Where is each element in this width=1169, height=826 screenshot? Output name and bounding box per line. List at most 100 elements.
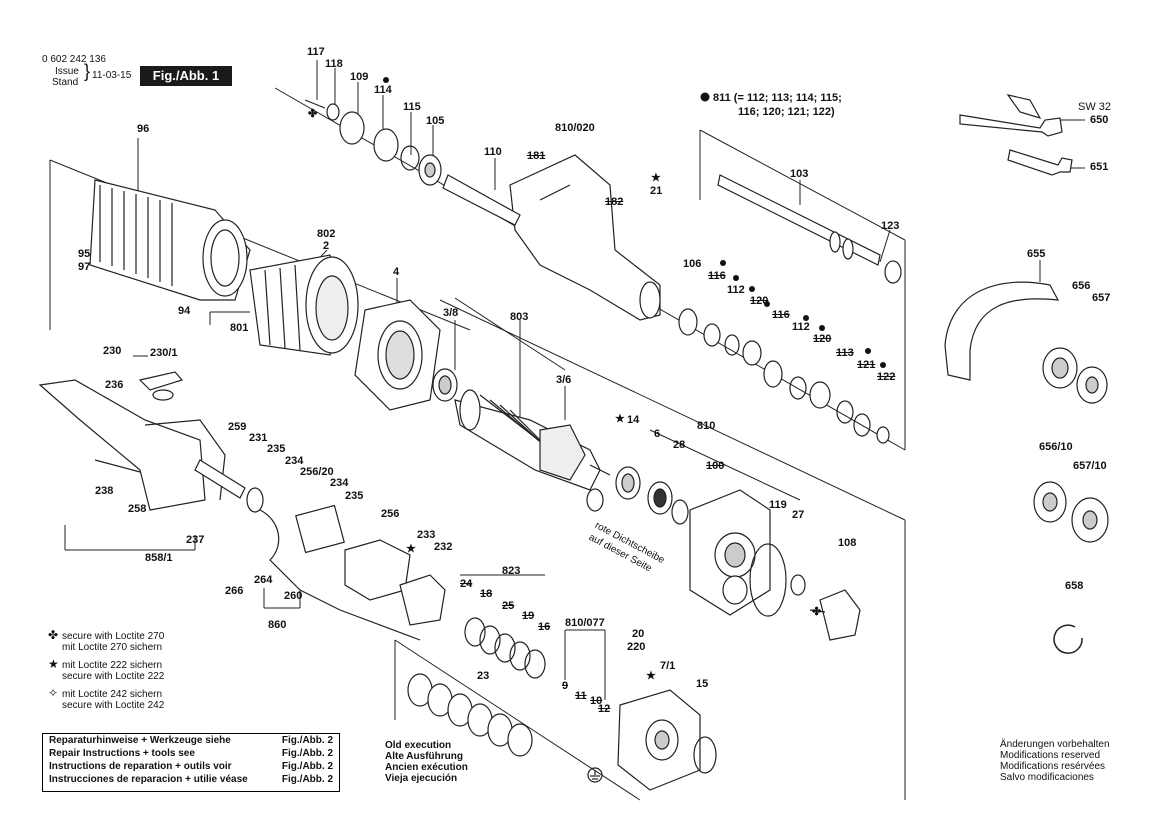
part-label-235a: 235 xyxy=(267,443,286,455)
bullet-dots xyxy=(383,77,886,368)
motor-housing-96 xyxy=(89,179,251,301)
gear-housing-810 xyxy=(689,489,771,616)
star-icon-21: ★ xyxy=(651,172,661,184)
armature-803 xyxy=(454,389,611,491)
part-label-234a: 234 xyxy=(285,455,304,467)
part-label-234b: 234 xyxy=(330,477,349,489)
part-label-94: 94 xyxy=(178,305,191,317)
part-label-27: 27 xyxy=(792,509,805,521)
bearing-3-8 xyxy=(432,368,458,402)
star-icon-14: ★ xyxy=(615,413,625,425)
cover-7-1 xyxy=(617,689,701,791)
part-label-655: 655 xyxy=(1027,248,1046,260)
part-label-264: 264 xyxy=(254,574,273,586)
nut-656-10 xyxy=(1033,481,1067,523)
part-label-3-8: 3/8 xyxy=(443,307,459,319)
part-label-23: 23 xyxy=(477,670,490,682)
part-label-122: 122 xyxy=(877,371,896,383)
bearing-3-6 xyxy=(586,466,689,525)
part-label-256-20: 256/20 xyxy=(300,466,334,478)
part-label-220: 220 xyxy=(627,641,646,653)
part-label-258: 258 xyxy=(128,503,147,515)
part-label-236: 236 xyxy=(105,379,124,391)
kit-note-line1: 811 (= 112; 113; 114; 115; xyxy=(713,92,842,104)
kit-note-line2: 116; 120; 121; 122) xyxy=(738,106,835,118)
rear-handle-230 xyxy=(38,371,226,511)
part-label-109: 109 xyxy=(350,71,369,83)
part-label-20: 20 xyxy=(632,628,645,640)
flange-4 xyxy=(354,299,441,411)
star-icon-233: ★ xyxy=(406,543,416,555)
switch-256 xyxy=(295,504,411,601)
part-label-650: 650 xyxy=(1090,114,1109,126)
spanner-size-label: SW 32 xyxy=(1078,101,1112,113)
part-label-121: 121 xyxy=(857,359,876,371)
part-label-28: 28 xyxy=(673,439,686,451)
part-label-19: 19 xyxy=(522,610,535,622)
part-label-120a: 120 xyxy=(750,295,769,307)
spring-stack-23 xyxy=(407,673,533,757)
part-label-238: 238 xyxy=(95,485,114,497)
part-label-11: 11 xyxy=(575,690,587,702)
brush-232 xyxy=(399,574,446,626)
part-label-259: 259 xyxy=(228,421,247,433)
part-label-858-1: 858/1 xyxy=(145,552,173,564)
modifications-note: Änderungen vorbehalten Modifications res… xyxy=(1000,739,1110,783)
part-label-657-10: 657/10 xyxy=(1073,460,1107,472)
o-ring-15 xyxy=(693,736,717,774)
spindle-110 xyxy=(442,174,521,226)
part-label-4: 4 xyxy=(393,266,400,278)
part-label-657: 657 xyxy=(1092,292,1111,304)
snap-ring-123 xyxy=(884,260,902,284)
part-label-116a: 116 xyxy=(708,270,726,282)
part-label-810-077: 810/077 xyxy=(565,617,605,629)
shaft-103 xyxy=(717,174,881,266)
part-label-230: 230 xyxy=(103,345,122,357)
brace-symbol: } xyxy=(84,61,91,81)
cable-259 xyxy=(194,459,421,641)
part-label-106: 106 xyxy=(683,258,702,270)
nut-657-10 xyxy=(1071,497,1109,543)
doc-number: 0 602 242 136 xyxy=(42,54,106,65)
part-label-100: 100 xyxy=(706,460,725,472)
figure-label: Fig./Abb. 1 xyxy=(140,66,232,86)
loctite-270-icon: ✤ xyxy=(48,628,59,642)
loctite-symbol-108: ✤ xyxy=(812,606,822,618)
part-label-24: 24 xyxy=(460,578,473,590)
part-label-25: 25 xyxy=(502,600,515,612)
guard-655 xyxy=(944,281,1060,381)
part-label-10: 10 xyxy=(590,695,603,707)
part-label-266: 266 xyxy=(225,585,244,597)
part-label-237: 237 xyxy=(186,534,205,546)
part-label-123: 123 xyxy=(881,220,900,232)
old-execution-note: Old execution Alte Ausführung Ancien exé… xyxy=(385,740,468,784)
part-label-95: 95 xyxy=(78,248,91,260)
spring-pack-823 xyxy=(464,617,546,679)
part-label-235b: 235 xyxy=(345,490,364,502)
part-label-823: 823 xyxy=(502,565,521,577)
part-label-6: 6 xyxy=(654,428,661,440)
legend-loctite-270: ✤secure with Loctite 270 mit Loctite 270… xyxy=(48,628,165,653)
part-label-117: 117 xyxy=(307,46,325,58)
repair-row: Instructions de reparation + outils voir… xyxy=(49,761,333,772)
gear-109 xyxy=(304,99,442,186)
part-label-656: 656 xyxy=(1072,280,1091,292)
issue-label: Issue xyxy=(55,66,79,77)
part-label-14: 14 xyxy=(627,414,640,426)
part-label-114: 114 xyxy=(374,84,392,96)
ring-658 xyxy=(1053,624,1083,654)
part-label-651: 651 xyxy=(1090,161,1109,173)
star-icon-7-1: ★ xyxy=(646,670,656,682)
part-label-3-6: 3/6 xyxy=(556,374,572,386)
loctite-222-icon: ★ xyxy=(48,657,59,671)
legend-loctite-222: ★mit Loctite 222 sichern secure with Loc… xyxy=(48,657,165,682)
screw-238 xyxy=(94,459,141,473)
part-label-802: 802 xyxy=(317,228,336,240)
part-label-232: 232 xyxy=(434,541,453,553)
nut-657 xyxy=(1076,366,1108,404)
part-label-118: 118 xyxy=(325,58,343,70)
part-label-658: 658 xyxy=(1065,580,1084,592)
part-label-810-020: 810/020 xyxy=(555,122,595,134)
part-label-182: 182 xyxy=(605,196,624,208)
